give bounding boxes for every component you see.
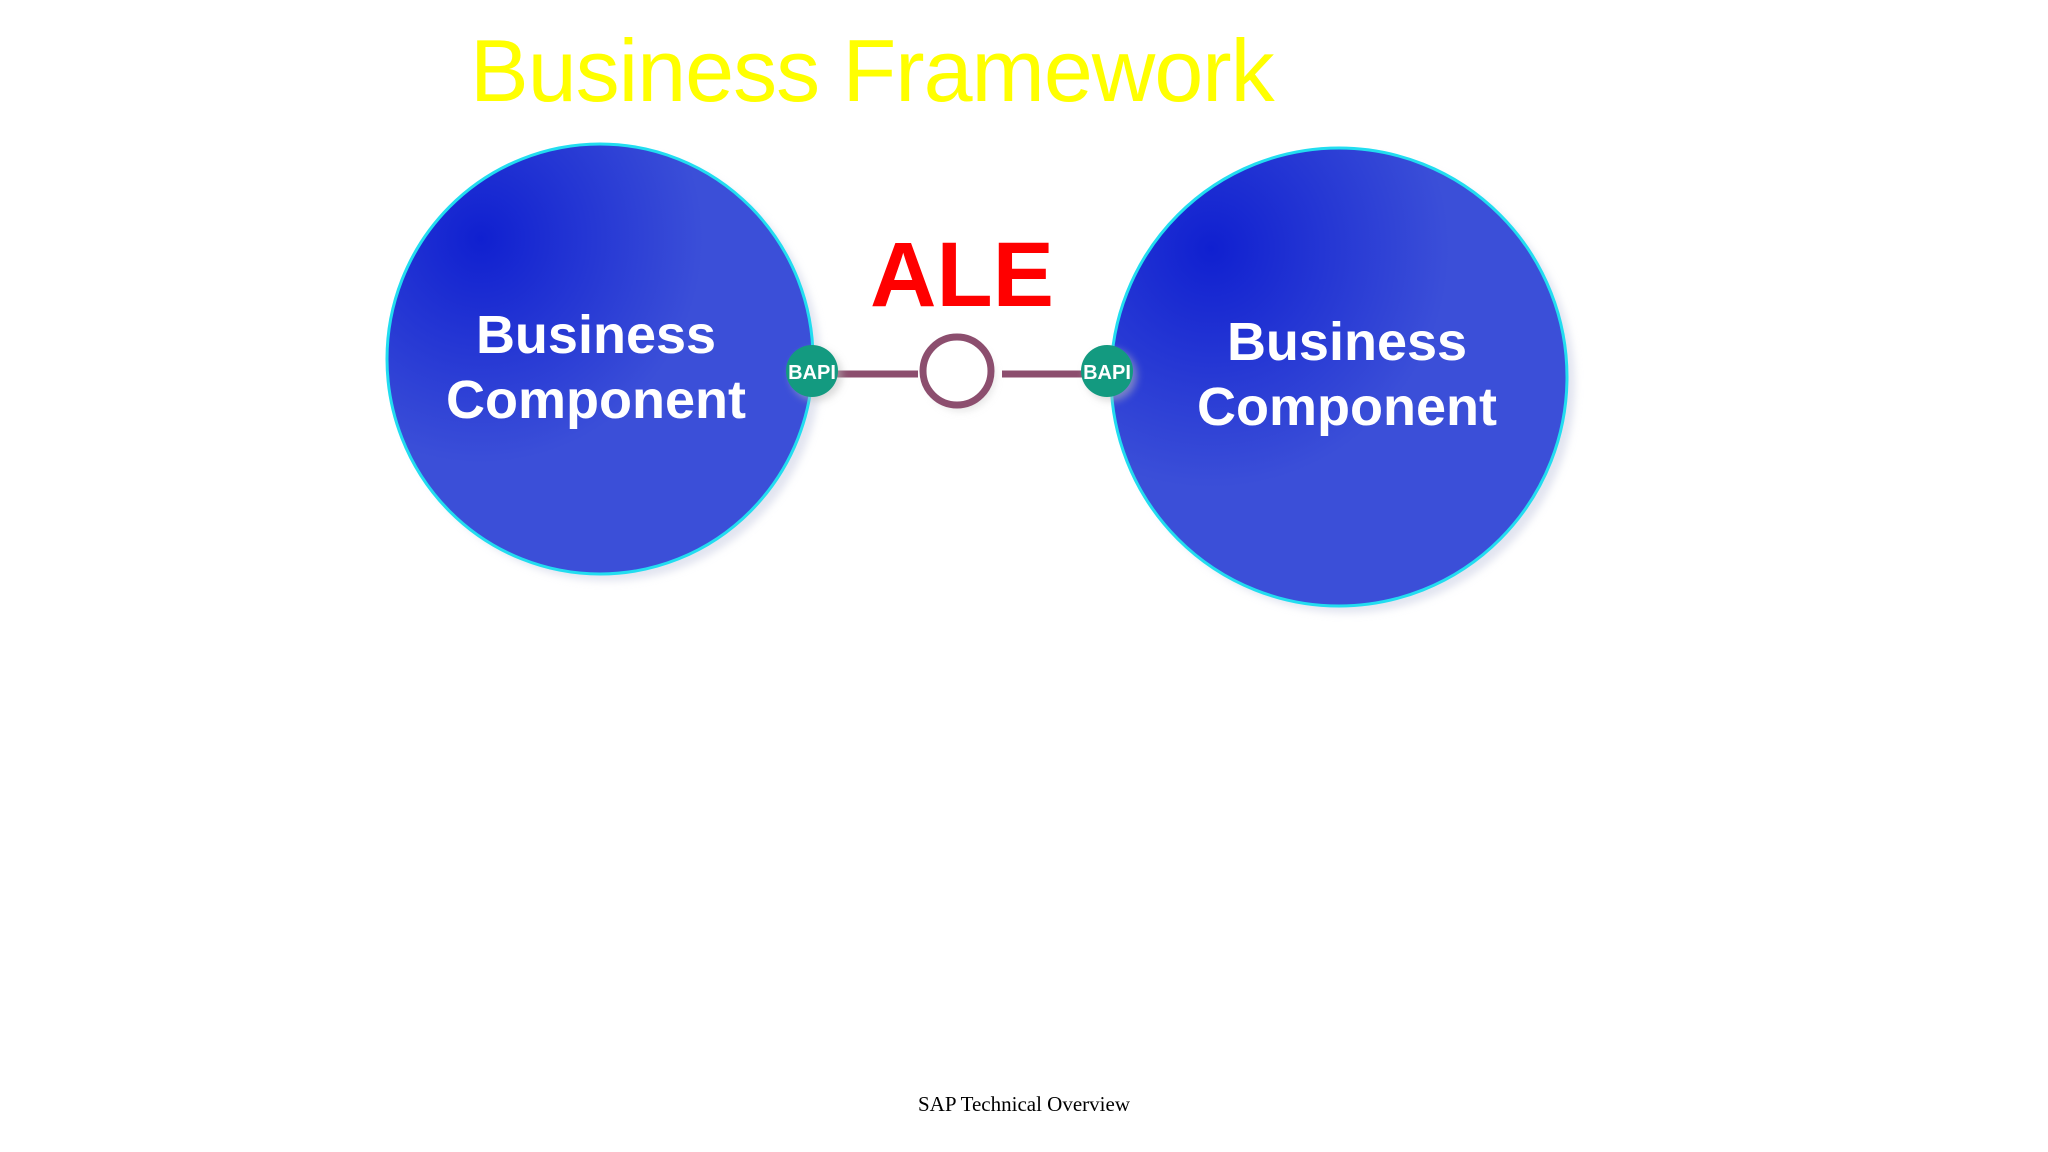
ale-label: ALE [870,224,1054,326]
bapi-badge-left: BAPI [786,345,842,401]
bapi-badge-circle [786,345,838,397]
business-component-left: Business Component [385,142,821,581]
bapi-badge-circle [1081,345,1133,397]
business-component-right: Business Component [1109,146,1575,613]
component-label-line2: Component [1197,377,1497,437]
bapi-badge-right: BAPI [1081,345,1137,401]
ale-interface-node [919,333,995,409]
slide-footer: SAP Technical Overview [918,1092,1130,1116]
component-label-line1: Business [476,305,716,365]
slide-title: Business Framework [470,21,1275,120]
bapi-label: BAPI [1083,362,1131,384]
ale-connector [835,333,1085,411]
component-label-line1: Business [1227,312,1467,372]
bapi-label: BAPI [788,362,836,384]
component-label-line2: Component [446,370,746,430]
